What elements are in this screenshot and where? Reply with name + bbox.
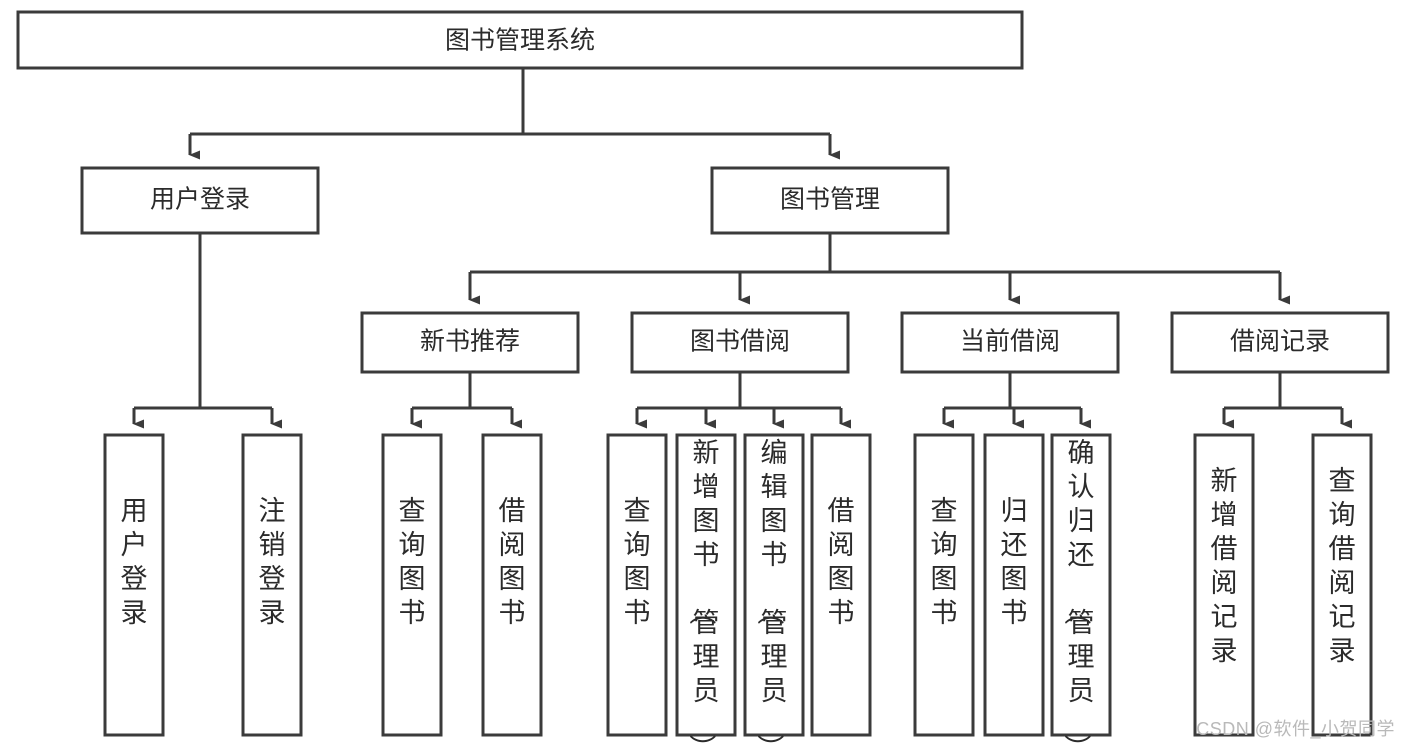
node-leaf-query-book-1[interactable]: 查询图书 <box>381 433 443 737</box>
node-book-borrow-label: 图书借阅 <box>690 328 790 356</box>
node-leaf-query-borrow-record-label: 查询借阅记录 <box>1329 466 1356 666</box>
node-book-borrow[interactable]: 图书借阅 <box>630 311 850 374</box>
node-book-manage[interactable]: 图书管理 <box>710 166 950 235</box>
node-borrow-record-label: 借阅记录 <box>1230 328 1330 356</box>
node-root-system[interactable]: 图书管理系统 <box>16 10 1024 70</box>
node-root-system-label: 图书管理系统 <box>445 27 595 55</box>
node-borrow-record-box <box>1170 311 1390 374</box>
node-new-book-recommend-box <box>360 311 580 374</box>
connector-group-book-borrow <box>635 372 851 429</box>
node-leaf-borrow-book-1[interactable]: 借阅图书 <box>481 433 543 737</box>
node-user-login[interactable]: 用户登录 <box>80 166 320 235</box>
node-leaf-confirm-return-label: 确认归还（管理员） <box>1062 438 1095 747</box>
node-book-manage-label: 图书管理 <box>780 186 880 214</box>
node-book-borrow-box <box>630 311 850 374</box>
node-leaf-user-login[interactable]: 用户登录 <box>103 433 165 737</box>
node-borrow-record[interactable]: 借阅记录 <box>1170 311 1390 374</box>
node-leaf-query-book-3-label: 查询图书 <box>931 496 958 628</box>
node-leaf-query-borrow-record[interactable]: 查询借阅记录 <box>1311 433 1373 737</box>
connector-group-new-book-recommend <box>410 372 522 429</box>
node-leaf-logout-box <box>241 433 303 737</box>
node-leaf-confirm-return-box <box>1050 433 1112 737</box>
node-leaf-query-book-3[interactable]: 查询图书 <box>913 433 975 737</box>
node-leaf-return-book-label: 归还图书 <box>1001 496 1028 628</box>
node-leaf-add-borrow-record[interactable]: 新增借阅记录 <box>1193 433 1255 737</box>
node-leaf-return-book-box <box>983 433 1045 737</box>
node-leaf-query-book-2-box <box>606 433 668 737</box>
node-leaf-add-borrow-record-box <box>1193 433 1255 737</box>
node-leaf-borrow-book-1-box <box>481 433 543 737</box>
connector-group-borrow-record <box>1222 372 1352 429</box>
node-leaf-query-book-1-label: 查询图书 <box>399 496 426 628</box>
connector-group-book-manage <box>468 233 1290 305</box>
node-leaf-query-book-3-box <box>913 433 975 737</box>
node-leaf-add-book[interactable]: 新增图书（管理员） <box>675 433 737 747</box>
node-leaf-return-book[interactable]: 归还图书 <box>983 433 1045 737</box>
node-user-login-box <box>80 166 320 235</box>
node-leaf-user-login-label: 用户登录 <box>121 496 148 628</box>
node-new-book-recommend[interactable]: 新书推荐 <box>360 311 580 374</box>
node-leaf-add-book-box <box>675 433 737 737</box>
node-current-borrow[interactable]: 当前借阅 <box>900 311 1120 374</box>
node-leaf-borrow-book-2[interactable]: 借阅图书 <box>810 433 872 737</box>
node-leaf-edit-book-label: 编辑图书（管理员） <box>755 438 788 747</box>
node-leaf-logout[interactable]: 注销登录 <box>241 433 303 737</box>
node-leaf-borrow-book-1-label: 借阅图书 <box>499 496 526 628</box>
node-leaf-logout-label: 注销登录 <box>259 496 286 628</box>
node-leaf-add-book-label: 新增图书（管理员） <box>687 438 720 747</box>
node-leaf-add-borrow-record-label: 新增借阅记录 <box>1211 466 1238 666</box>
node-book-manage-box <box>710 166 950 235</box>
node-user-login-label: 用户登录 <box>150 186 250 214</box>
node-leaf-edit-book-box <box>743 433 805 737</box>
node-current-borrow-box <box>900 311 1120 374</box>
node-current-borrow-label: 当前借阅 <box>960 328 1060 356</box>
node-leaf-confirm-return[interactable]: 确认归还（管理员） <box>1050 433 1112 747</box>
node-leaf-borrow-book-2-box <box>810 433 872 737</box>
node-root-system-box <box>16 10 1024 70</box>
node-new-book-recommend-label: 新书推荐 <box>420 328 520 356</box>
node-leaf-query-book-2-label: 查询图书 <box>624 496 651 628</box>
node-leaf-query-borrow-record-box <box>1311 433 1373 737</box>
connector-group-current-borrow <box>942 372 1091 429</box>
node-leaf-borrow-book-2-label: 借阅图书 <box>828 496 855 628</box>
node-leaf-user-login-box <box>103 433 165 737</box>
connector-group-user-login <box>132 233 282 429</box>
connector-group-root <box>188 68 840 160</box>
node-leaf-query-book-1-box <box>381 433 443 737</box>
node-leaf-query-book-2[interactable]: 查询图书 <box>606 433 668 737</box>
node-leaf-edit-book[interactable]: 编辑图书（管理员） <box>743 433 805 747</box>
